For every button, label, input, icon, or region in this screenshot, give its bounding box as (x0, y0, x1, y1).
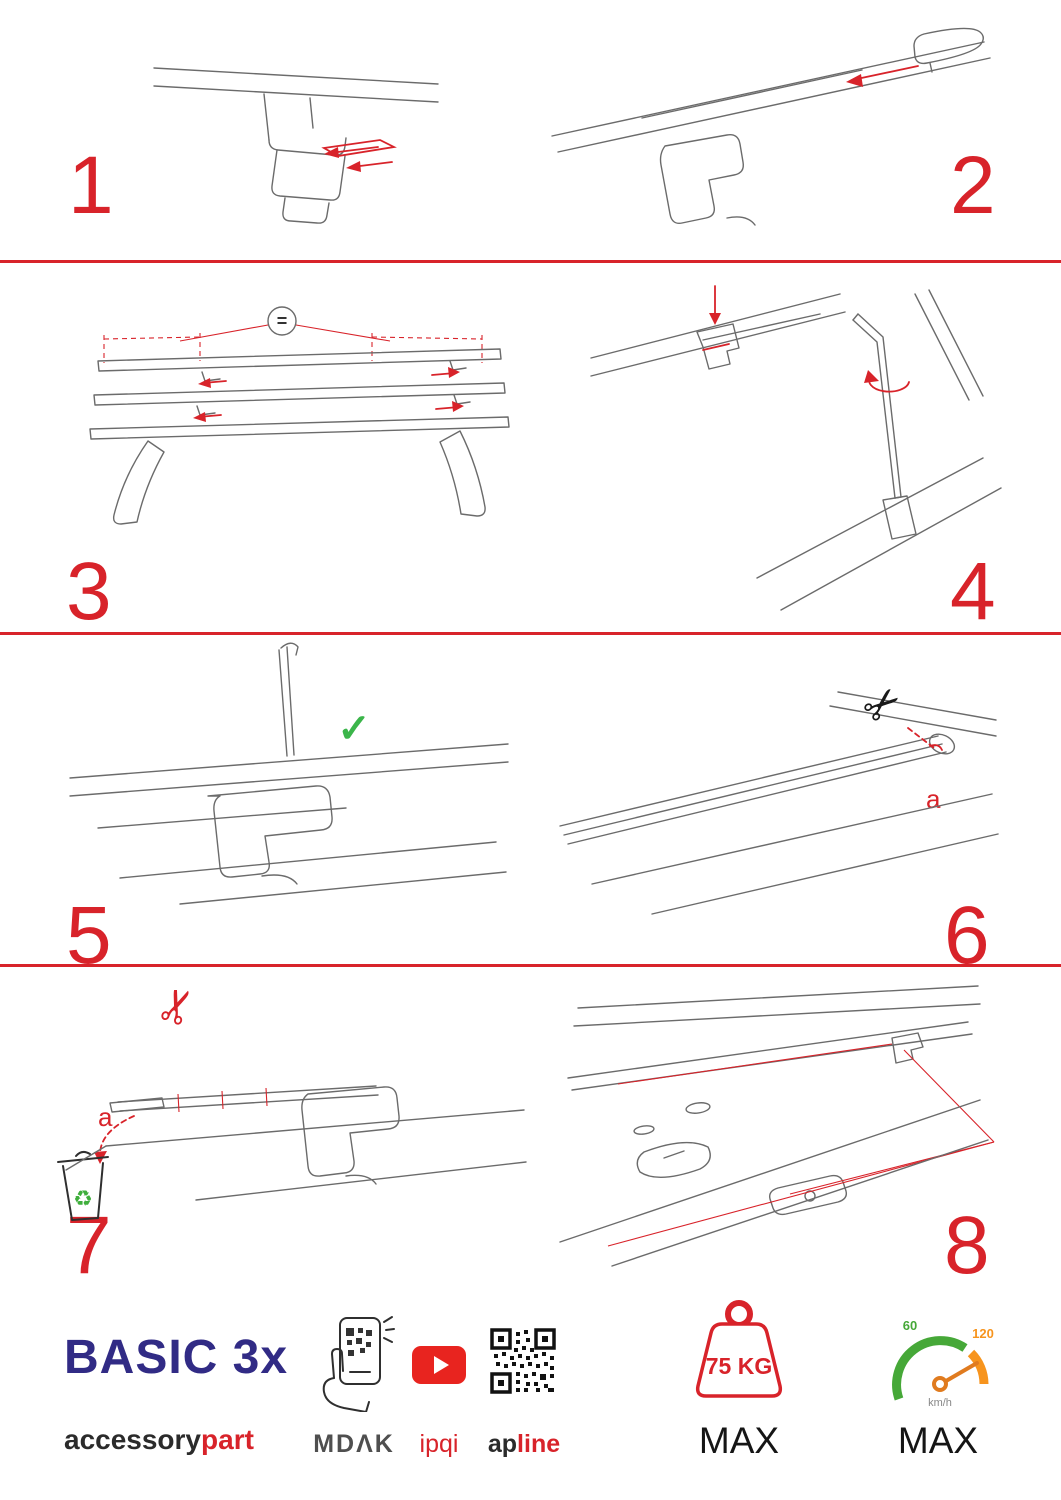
equal-spacing-label: = (277, 311, 288, 331)
step-4-number: 4 (950, 546, 996, 637)
recycle-icon: ♻ (73, 1186, 93, 1211)
step-3-illustration: = (89, 306, 510, 525)
scan-phone-icon (322, 1316, 395, 1412)
step-1-illustration (153, 67, 439, 224)
product-name: BASIC 3x (64, 1331, 289, 1384)
weight-limit-value: 75 KG (706, 1353, 772, 1379)
step-8-illustration (559, 985, 995, 1267)
section-divider-1 (0, 260, 1061, 263)
step-5-number: 5 (66, 890, 112, 981)
apline-logo: apline (474, 1430, 574, 1459)
step-6-number: 6 (944, 890, 990, 981)
cut-point-label: a (926, 784, 941, 814)
check-icon: ✓ (337, 707, 371, 751)
step-5-illustration: ✓ (69, 642, 509, 905)
speed-60-label: 60 (903, 1318, 917, 1333)
weight-max-label: MAX (698, 1420, 780, 1461)
cut-piece-label: a (98, 1102, 113, 1132)
step-2-number: 2 (950, 140, 996, 231)
step-1-number: 1 (68, 140, 114, 231)
step-4-illustration (590, 285, 1002, 611)
qr-code (490, 1328, 556, 1394)
speed-unit-label: km/h (928, 1397, 952, 1409)
section-divider-3 (0, 964, 1061, 967)
mdak-logo: MDΛK (313, 1430, 395, 1458)
brand-accessory: accessory (64, 1424, 202, 1455)
apline-line: line (517, 1430, 561, 1458)
step-7-illustration: ✂ a ♻ (57, 990, 527, 1221)
scissors-icon: ✂ (147, 990, 211, 1034)
ipqi-logo: ipqi (419, 1430, 459, 1458)
scissors-icon: ✂ (853, 676, 913, 736)
speed-max-label: MAX (897, 1420, 979, 1461)
speedometer-icon: 60 120 km/h (892, 1318, 994, 1409)
step-2-illustration (551, 27, 991, 226)
apline-ap: ap (487, 1430, 518, 1458)
step-6-illustration: ✂ a (559, 676, 999, 915)
brand-logo: accessorypart (64, 1424, 254, 1456)
section-divider-2 (0, 632, 1061, 635)
step-3-number: 3 (66, 546, 112, 637)
step-8-number: 8 (944, 1200, 990, 1291)
max-weight-icon: 75 KG (695, 1300, 783, 1398)
youtube-icon (412, 1346, 466, 1384)
brand-part: part (201, 1424, 254, 1455)
speed-120-label: 120 (972, 1326, 994, 1341)
